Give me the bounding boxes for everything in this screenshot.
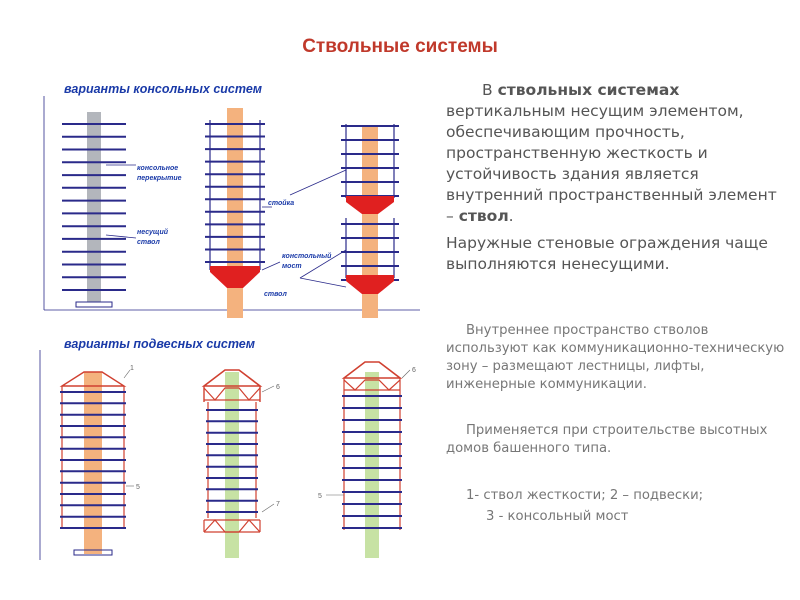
bearing-shaft-gray [87, 112, 101, 302]
paragraph-outer-walls: Наружные стеновые ограждения чаще выполн… [446, 234, 768, 273]
label-column: стойка [268, 199, 294, 207]
label-bridge-1: констольный [282, 252, 332, 260]
suspended-diagram-2: 6 7 [201, 369, 280, 558]
main-text-column: В ствольных системах вертикальным несущи… [446, 80, 786, 275]
cantilever-diagram-1: консольное перекрытие несущий ствол [62, 112, 182, 308]
label-cantilever-floor-2: перекрытие [137, 175, 182, 182]
upper-bridge-red [346, 196, 394, 214]
number-1: 1 [130, 365, 134, 372]
label-bearing-shaft-1: несущий [137, 228, 169, 236]
shaft-orange-4 [84, 372, 102, 554]
label-bridge-2: мост [282, 263, 302, 270]
legend-text: 1- ствол жесткости; 2 – подвески;3 - кон… [466, 488, 704, 524]
lower-bridge-red [346, 275, 394, 294]
suspended-systems-label: варианты подвесных систем [64, 337, 256, 351]
suspended-diagram-3: 6 5 [318, 361, 416, 558]
paragraph-application: Применяется при строительстве высотных д… [446, 423, 768, 456]
cantilever-systems-label: варианты консольных систем [64, 82, 263, 96]
label-shaft: ствол [264, 291, 287, 298]
number-6b: 6 [412, 367, 416, 374]
shaft-green-6 [365, 372, 379, 558]
structural-diagrams: консольное перекрытие несущий ствол стой… [39, 96, 420, 560]
cantilever-diagram-2: стойка констольный мост ствол [205, 108, 332, 318]
shaft-orange-2 [227, 108, 243, 318]
shaft-orange-3 [362, 126, 378, 318]
number-7: 7 [276, 501, 280, 508]
label-bearing-shaft-2: ствол [137, 239, 160, 246]
page-title: Ствольные системы [302, 36, 498, 57]
paragraph-shaft-systems: В ствольных системах вертикальным несущи… [446, 81, 777, 225]
label-cantilever-floor-1: консольное [137, 165, 178, 172]
suspended-diagram-1: 1 5 [59, 365, 140, 556]
cantilever-bridge-red [210, 266, 260, 288]
number-6a: 6 [276, 384, 280, 391]
number-5b: 5 [318, 493, 322, 500]
paragraph-inner-space: Внутреннее пространство стволов использу… [446, 323, 785, 392]
number-5a: 5 [136, 484, 140, 491]
cantilever-diagram-3 [289, 124, 399, 318]
